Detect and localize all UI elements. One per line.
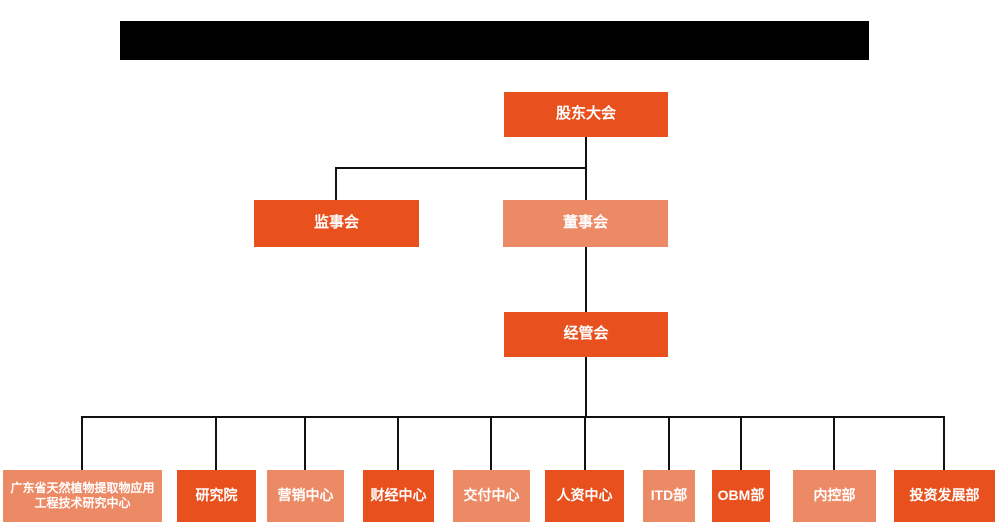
org-node-delivery-center: 交付中心 [453, 470, 530, 522]
org-node-finance-center: 财经中心 [363, 470, 434, 522]
org-node-internal-control-dept: 内控部 [793, 470, 876, 522]
org-node-marketing-center: 营销中心 [267, 470, 344, 522]
org-node-management-committee: 经管会 [504, 312, 668, 357]
org-node-supervisory-board: 监事会 [254, 200, 419, 247]
org-node-hr-center: 人资中心 [545, 470, 624, 522]
org-node-itd-dept: ITD部 [643, 470, 695, 522]
org-node-board-of-directors: 董事会 [503, 200, 668, 247]
org-node-investment-development-dept: 投资发展部 [894, 470, 995, 522]
org-node-research-center: 广东省天然植物提取物应用工程技术研究中心 [3, 470, 162, 522]
org-node-shareholders-meeting: 股东大会 [504, 92, 668, 137]
org-node-research-institute: 研究院 [177, 470, 256, 522]
org-node-obm-dept: OBM部 [712, 470, 770, 522]
redacted-title-bar [120, 21, 869, 60]
